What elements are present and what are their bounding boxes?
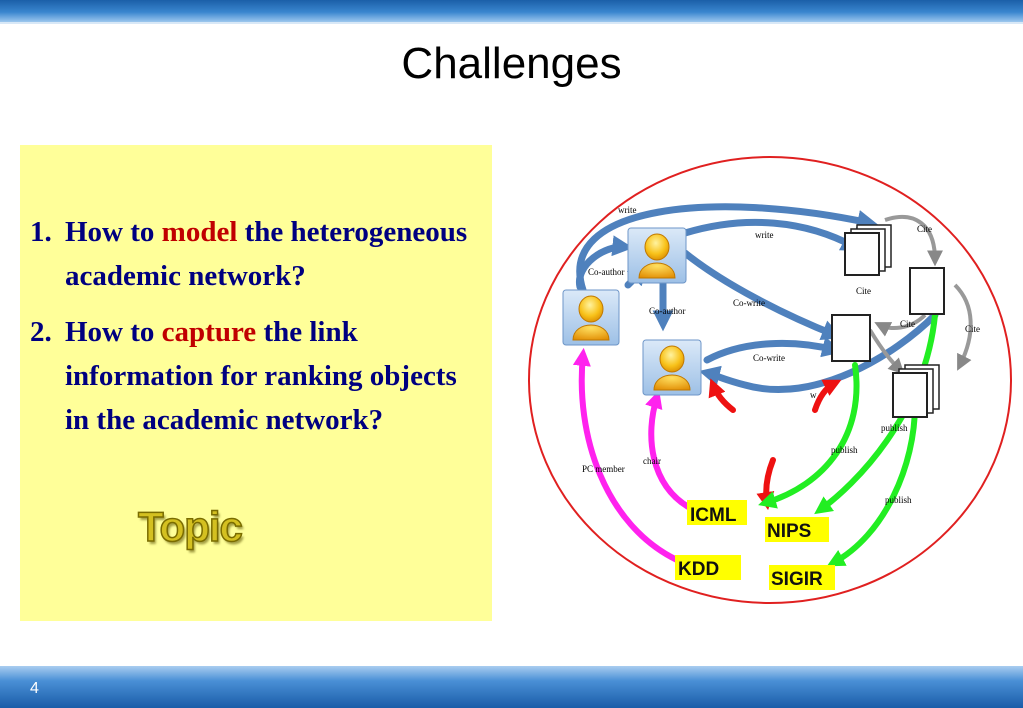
edge-author-loop — [576, 235, 634, 291]
item-text-after: the link information for ranking objects… — [65, 316, 457, 436]
slide-title: Challenges — [401, 39, 622, 88]
item-number: 1. — [30, 216, 52, 248]
edge-cite-1 — [884, 214, 943, 267]
edge-pc-member — [572, 347, 680, 563]
edge-publish-2 — [814, 312, 938, 515]
bottom-banner — [0, 666, 1023, 708]
edge-co-write-2 — [703, 336, 844, 364]
top-banner-divider — [0, 22, 1023, 24]
text-panel — [20, 145, 492, 621]
label-co-write-2: Co-write — [753, 353, 785, 363]
edge-red-3 — [756, 457, 776, 511]
author-avatar-3 — [642, 339, 702, 396]
label-cite-1: Cite — [917, 224, 932, 234]
label-pc-member: PC member — [582, 464, 625, 474]
label-co-author-1: Co-author — [588, 267, 625, 277]
challenge-item-1: 1. How to model the heterogeneous academ… — [30, 210, 470, 298]
venue-author-edges — [572, 347, 693, 563]
academic-network-diagram: write write Co-author Co-author Co-write… — [528, 156, 1012, 604]
label-write-top: write — [618, 205, 637, 215]
edge-write-low — [698, 311, 939, 393]
challenge-item-2: 2. How to capture the link information f… — [30, 310, 470, 442]
venue-icml: ICML — [687, 500, 747, 526]
network-ring — [528, 156, 1012, 604]
page-number: 4 — [30, 680, 39, 697]
label-write-mid: write — [755, 230, 774, 240]
edge-write-top — [576, 203, 879, 294]
item-text-before: How to — [65, 316, 162, 348]
venue-sigir: SIGIR — [769, 565, 835, 590]
edge-cite-2 — [874, 313, 927, 337]
venue-label: ICML — [690, 505, 737, 526]
highlight-edges — [708, 378, 842, 511]
label-co-write-1: Co-write — [733, 298, 765, 308]
venue-nips: NIPS — [765, 517, 829, 542]
label-publish-2: publish — [881, 423, 908, 433]
edge-red-2 — [812, 379, 842, 413]
edge-write-mid — [681, 218, 863, 251]
edge-co-write-1 — [681, 249, 843, 341]
venue-label: NIPS — [767, 521, 811, 542]
edge-publish-3 — [826, 402, 918, 567]
item-emphasis: capture — [161, 316, 257, 348]
item-emphasis: model — [161, 216, 238, 248]
label-write-low: w — [810, 390, 817, 400]
paper-3 — [831, 314, 871, 362]
paper-stack-1 — [844, 224, 892, 276]
label-publish-3: publish — [885, 495, 912, 505]
edge-cite-3 — [953, 283, 973, 371]
item-number: 2. — [30, 316, 52, 348]
publish-edges — [758, 312, 938, 567]
paper-stack-4 — [892, 364, 940, 418]
label-cite-4: Cite — [965, 324, 980, 334]
label-cite-2: Cite — [856, 286, 871, 296]
item-text-before: How to — [65, 216, 162, 248]
label-chair: chair — [643, 456, 661, 466]
topic-word-art: Topic — [137, 502, 243, 551]
edge-red-1 — [708, 378, 736, 413]
label-co-author-2: Co-author — [649, 306, 686, 316]
venue-kdd: KDD — [675, 555, 741, 580]
venue-label: SIGIR — [771, 569, 823, 590]
edge-publish-1 — [758, 362, 860, 509]
label-cite-3: Cite — [900, 319, 915, 329]
top-banner — [0, 0, 1023, 22]
author-avatar-2 — [562, 289, 620, 346]
challenge-list: 1. How to model the heterogeneous academ… — [30, 210, 470, 454]
item-text-after: the heterogeneous academic network? — [65, 216, 468, 292]
author-avatar-1 — [627, 227, 687, 284]
venue-label: KDD — [678, 559, 719, 580]
paper-2 — [909, 267, 945, 315]
label-publish-1: publish — [831, 445, 858, 455]
edge-chair — [645, 390, 693, 511]
